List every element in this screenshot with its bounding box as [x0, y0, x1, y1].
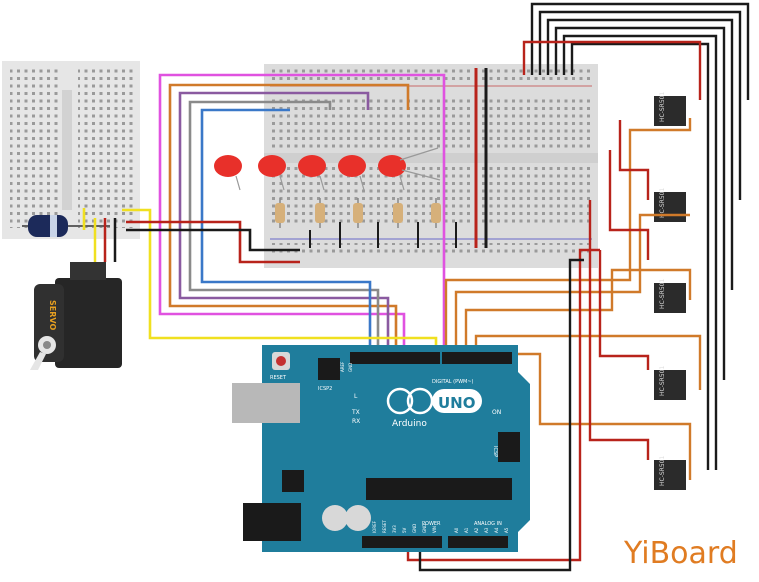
svg-text:IOREF: IOREF — [372, 520, 377, 533]
power-label: POWER — [422, 521, 441, 527]
led-3 — [298, 155, 326, 177]
digital-label: DIGITAL (PWM~) — [432, 379, 474, 385]
on-label: ON — [492, 409, 501, 416]
pir-sensors: HC-SR501 HC-SR501 HC-SR501 HC-SR501 HC-S… — [654, 92, 686, 490]
servo-label: SERVO — [48, 300, 57, 330]
icsp2-label: ICSP2 — [318, 386, 332, 392]
pir-sensor-2: HC-SR501 — [654, 188, 686, 222]
svg-text:RESET: RESET — [382, 520, 387, 533]
resistor-array — [275, 198, 457, 248]
rx-label: RX — [352, 418, 360, 425]
pir-sensor-4: HC-SR501 — [654, 366, 686, 400]
svg-text:HC-SR501: HC-SR501 — [659, 456, 666, 486]
svg-text:HC-SR501: HC-SR501 — [659, 279, 666, 309]
arduino-uno — [232, 345, 530, 552]
resistor-3 — [353, 198, 363, 228]
resistor-5 — [431, 198, 441, 228]
power-pin-labels: IOREF RESET 3V3 5V GND GND VIN — [372, 520, 437, 533]
led-2 — [258, 155, 286, 177]
svg-text:VIN: VIN — [432, 526, 437, 533]
svg-text:GND: GND — [412, 524, 417, 533]
svg-text:A2: A2 — [474, 527, 479, 533]
svg-text:HC-SR501: HC-SR501 — [659, 366, 666, 396]
watermark-logo: YiBoard — [623, 536, 738, 571]
led-4 — [338, 155, 366, 177]
pir-sensor-1: HC-SR501 — [654, 92, 686, 126]
analog-pin-labels: A0 A1 A2 A3 A4 A5 — [454, 527, 509, 533]
icsp-label: ICSP — [492, 446, 498, 457]
signal-wires — [82, 73, 446, 360]
svg-text:HC-SR501: HC-SR501 — [659, 92, 666, 122]
resistor-4 — [393, 198, 403, 228]
servo-motor: SERVO — [30, 262, 122, 370]
led-1 — [214, 155, 242, 177]
board-model: Arduino — [392, 419, 427, 429]
svg-text:A4: A4 — [494, 527, 499, 533]
svg-text:HC-SR501: HC-SR501 — [659, 188, 666, 218]
svg-text:5V: 5V — [402, 527, 407, 533]
mini-breadboard — [2, 61, 140, 239]
svg-text:A5: A5 — [504, 527, 509, 533]
svg-text:GND: GND — [422, 524, 427, 533]
aref-label: AREF — [340, 361, 345, 372]
svg-text:A0: A0 — [454, 527, 459, 533]
tx-label: TX — [351, 409, 360, 416]
svg-text:A1: A1 — [464, 527, 469, 533]
led-5 — [378, 155, 406, 177]
resistor-1 — [275, 198, 285, 228]
led-array — [214, 147, 441, 191]
board-brand: UNO — [438, 394, 476, 412]
reset-label: RESET — [270, 375, 287, 381]
analog-label: ANALOG IN — [474, 521, 502, 527]
resistor-2 — [315, 198, 325, 228]
main-breadboard — [264, 64, 598, 268]
pir-sensor-3: HC-SR501 — [654, 279, 686, 313]
gnd-label: GND — [348, 363, 353, 372]
svg-text:3V3: 3V3 — [392, 525, 397, 533]
svg-text:A3: A3 — [484, 527, 489, 533]
l-label: L — [354, 393, 358, 400]
pir-sensor-5: HC-SR501 — [654, 456, 686, 490]
